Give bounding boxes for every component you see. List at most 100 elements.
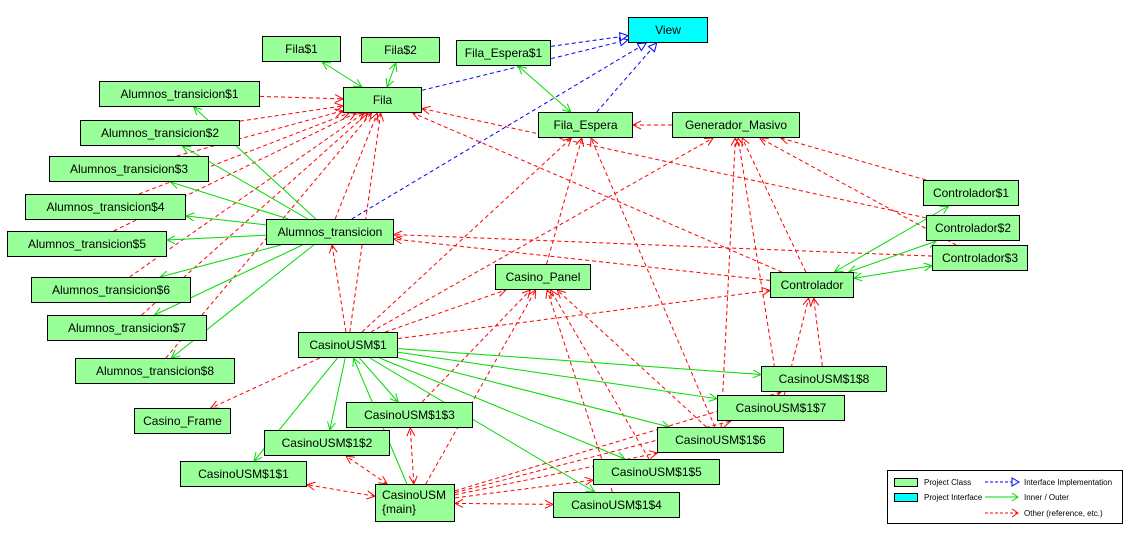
legend-project-interface: Project Interface (894, 493, 982, 502)
edge-at-to-at8 (171, 244, 314, 359)
class-node-fila2[interactable]: Fila$2 (361, 37, 440, 63)
class-node-at5[interactable]: Alumnos_transicion$5 (7, 231, 167, 257)
legend-project-interface-label: Project Interface (924, 493, 983, 502)
class-node-cu1[interactable]: CasinoUSM$1 (298, 332, 398, 358)
edge-fila1-to-fila (321, 61, 363, 88)
class-node-at1[interactable]: Alumnos_transicion$1 (99, 81, 260, 107)
legend-inner-outer: Inner / Outer (984, 492, 1069, 502)
class-node-at2[interactable]: Alumnos_transicion$2 (80, 120, 240, 146)
edge-cu18-to-ctrl (813, 297, 823, 367)
arrowhead-casino_panel-to-fila_espera (575, 136, 585, 147)
edge-casino_panel-to-fila_espera (546, 137, 583, 265)
edge-at6-to-fila (129, 112, 365, 278)
edge-at3-to-fila (176, 110, 344, 157)
edge-main-to-casino_panel (425, 289, 537, 485)
legend-class-swatch (894, 478, 918, 487)
class-node-at[interactable]: Alumnos_transicion (266, 219, 394, 245)
legend-other-line (985, 508, 1019, 518)
legend-other-label: Other (reference, etc.) (1024, 508, 1103, 518)
arrowhead-at-to-at2 (181, 145, 192, 154)
edge-cu1-to-at (331, 244, 347, 333)
class-node-ctrl[interactable]: Controlador (770, 272, 854, 298)
arrowhead-fila-to-fila1 (321, 61, 332, 70)
edge-cu1-to-cu16 (397, 357, 670, 428)
edge-cu1-to-cu17 (397, 351, 718, 400)
arrowhead-cu16-to-casino_panel (556, 289, 566, 299)
class-node-casino-frame[interactable]: Casino_Frame (134, 408, 231, 434)
edge-at8-to-fila (165, 112, 372, 359)
arrowhead-ctrl3-to-at (392, 230, 403, 240)
class-node-fila[interactable]: Fila (343, 87, 422, 113)
class-node-generador[interactable]: Generador_Masivo (672, 112, 800, 138)
arrowhead-at-to-at4 (184, 212, 195, 222)
arrowhead-ctrl-to-ctrl1 (939, 205, 950, 214)
arrowhead-ctrl3-to-ctrl (852, 272, 863, 282)
edge-ctrl-to-ctrl2 (848, 240, 937, 273)
edge-cu16-to-fila_espera (590, 137, 716, 428)
edge-at-to-at6 (159, 244, 282, 278)
arrowhead-cu1-to-fila_espera (562, 137, 573, 147)
class-node-ctrl3[interactable]: Controlador$3 (932, 245, 1028, 271)
arrowhead-fila_espera1-to-view (618, 32, 630, 42)
edge-at-to-at4 (185, 215, 267, 226)
arrowhead-at-to-view (636, 42, 648, 52)
edge-main-to-cu11 (306, 484, 376, 497)
class-node-cu15[interactable]: CasinoUSM$1$5 (593, 459, 720, 485)
edge-ctrl2-to-fila (421, 108, 927, 219)
arrowhead-cu14-to-main (453, 499, 464, 508)
class-node-ctrl2[interactable]: Controlador$2 (926, 215, 1020, 241)
edge-main-to-cu17 (454, 420, 732, 494)
class-node-cu17[interactable]: CasinoUSM$1$7 (717, 395, 845, 421)
arrowhead-main-to-cu1 (352, 356, 361, 367)
class-node-at3[interactable]: Alumnos_transicion$3 (49, 156, 209, 182)
class-node-fila1[interactable]: Fila$1 (262, 36, 341, 62)
class-node-at8[interactable]: Alumnos_transicion$8 (75, 358, 235, 384)
edge-cu1-to-fila (349, 112, 382, 333)
arrowhead-fila_espera-to-fila_espera1 (517, 65, 528, 75)
class-node-at7[interactable]: Alumnos_transicion$7 (47, 315, 207, 341)
arrowhead-cu18-to-ctrl (810, 296, 820, 307)
class-node-at6[interactable]: Alumnos_transicion$6 (31, 277, 191, 303)
class-node-cu14[interactable]: CasinoUSM$1$4 (553, 492, 680, 518)
class-node-cu16[interactable]: CasinoUSM$1$6 (657, 427, 784, 453)
class-node-view[interactable]: View (628, 17, 708, 43)
class-node-casino-panel[interactable]: Casino_Panel (495, 264, 591, 290)
edge-cu13-to-casino_panel (421, 289, 531, 403)
class-node-main[interactable]: CasinoUSM {main} (375, 484, 455, 522)
edge-fila2-to-fila (386, 62, 397, 88)
class-node-cu13[interactable]: CasinoUSM$1$3 (346, 402, 473, 428)
edge-ctrl3-to-generador (759, 137, 957, 246)
edge-ctrl-to-fila (412, 112, 783, 273)
edge-cu1-to-cu14 (369, 357, 595, 493)
class-node-ctrl1[interactable]: Controlador$1 (923, 180, 1019, 206)
arrowhead-main-to-casino_panel (527, 289, 537, 299)
edge-main-to-cu12 (345, 455, 388, 485)
arrowhead-cu16-to-generador (730, 136, 740, 147)
class-node-at4[interactable]: Alumnos_transicion$4 (25, 194, 186, 220)
arrowhead-generador-to-fila_espera (631, 120, 642, 130)
class-node-cu12[interactable]: CasinoUSM$1$2 (264, 430, 390, 456)
class-node-cu18[interactable]: CasinoUSM$1$8 (761, 366, 887, 392)
arrowhead-cu16-to-fila_espera (590, 136, 599, 147)
edge-ctrl3-to-at (393, 234, 933, 257)
class-node-fila-espera1[interactable]: Fila_Espera$1 (456, 40, 551, 66)
legend-interface-implementation: Interface Implementation (984, 477, 1112, 487)
edge-at-to-at5 (166, 234, 267, 241)
arrowhead-at7-to-fila (359, 112, 369, 122)
class-node-cu11[interactable]: CasinoUSM$1$1 (180, 461, 307, 487)
edge-at-to-at3 (170, 181, 289, 220)
arrowhead-at-to-at1 (192, 106, 203, 116)
class-node-fila-espera[interactable]: Fila_Espera (538, 112, 633, 138)
edge-cu15-to-casino_panel (550, 289, 650, 460)
arrowhead-main-to-cu12 (345, 455, 355, 465)
edge-cu1-to-fila_espera (361, 137, 572, 333)
edge-cu1-to-cu15 (379, 357, 626, 460)
edge-ctrl-to-at (393, 238, 771, 281)
arrowhead-cu1-to-at (328, 243, 338, 254)
arrowhead-at6-to-fila (355, 112, 365, 122)
arrowhead-at-to-fila (370, 111, 379, 122)
arrowhead-cu1-to-generador (704, 137, 715, 146)
arrowhead-cu14-to-casino_panel (545, 288, 554, 299)
edge-cu16-to-generador (720, 137, 736, 428)
legend-inner-line (985, 492, 1019, 502)
